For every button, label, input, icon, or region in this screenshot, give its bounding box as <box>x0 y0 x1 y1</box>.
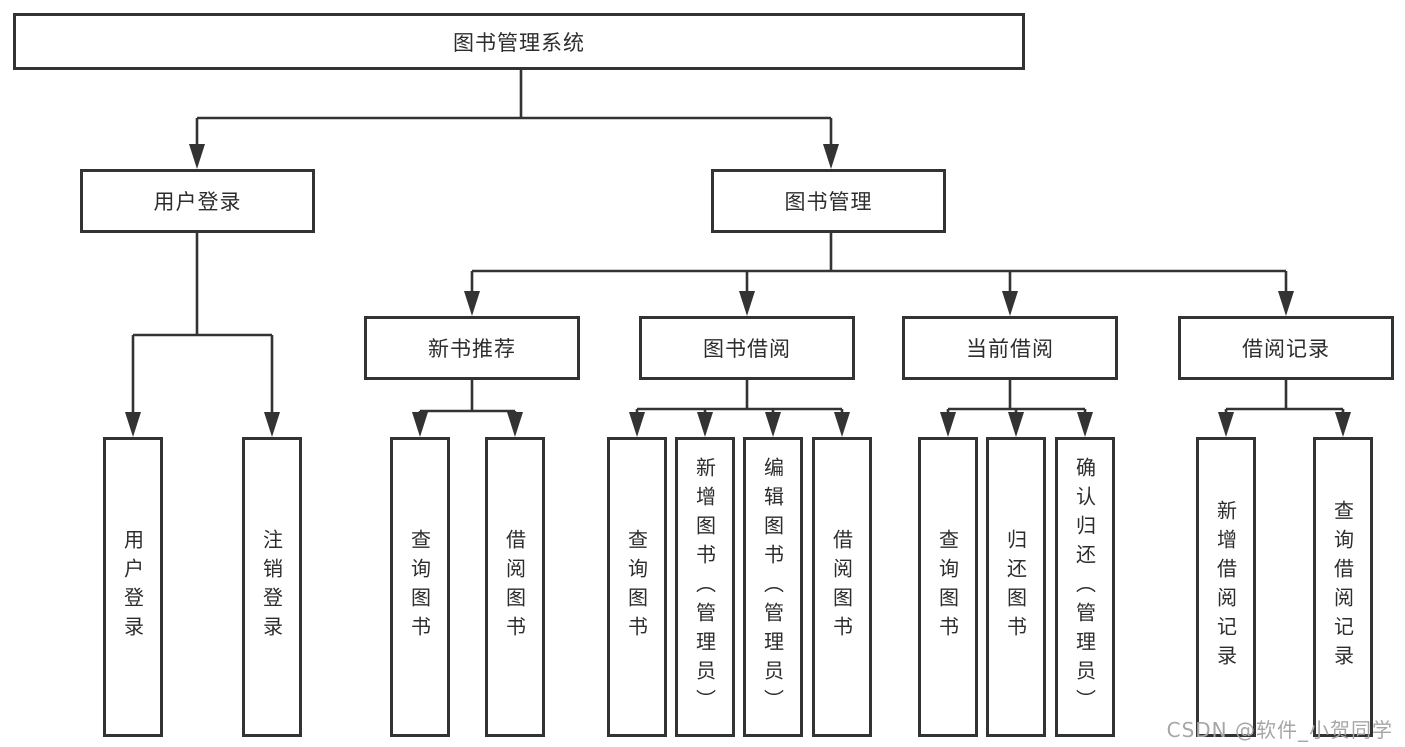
node-label: 当前借阅 <box>966 337 1054 361</box>
leaf-label: 借阅图书 <box>829 529 854 645</box>
node-label: 图书借阅 <box>703 337 791 361</box>
node-borrow-records: 借阅记录 <box>1178 316 1394 380</box>
leaf-query-books-recommend: 查询图书 <box>390 437 450 737</box>
leaf-borrow-books: 借阅图书 <box>812 437 872 737</box>
connector-book-mgmt-to-level3 <box>464 233 1294 316</box>
node-current-borrow: 当前借阅 <box>902 316 1118 380</box>
connector-current-borrow-children <box>940 380 1093 437</box>
node-book-borrow: 图书借阅 <box>639 316 855 380</box>
leaf-user-login: 用户登录 <box>103 437 163 737</box>
leaf-label: 新增借阅记录 <box>1213 500 1238 674</box>
leaf-label: 借阅图书 <box>502 529 527 645</box>
leaf-query-books-borrow: 查询图书 <box>607 437 667 737</box>
leaf-add-borrow-record: 新增借阅记录 <box>1196 437 1256 737</box>
leaf-label: 归还图书 <box>1003 529 1028 645</box>
connector-new-book-recommend-children <box>412 380 523 437</box>
leaf-return-books: 归还图书 <box>986 437 1046 737</box>
node-book-management: 图书管理 <box>711 169 946 233</box>
connector-user-login-children <box>125 233 280 437</box>
node-root-system: 图书管理系统 <box>13 13 1025 70</box>
leaf-query-books-current: 查询图书 <box>918 437 978 737</box>
leaf-edit-books-admin: 编辑图书（管理员） <box>743 437 803 737</box>
leaf-label: 编辑图书（管理员） <box>760 456 785 718</box>
leaf-borrow-books-recommend: 借阅图书 <box>485 437 545 737</box>
leaf-label: 查询图书 <box>407 529 432 645</box>
node-label: 借阅记录 <box>1242 337 1330 361</box>
watermark: CSDN @软件_小贺同学 <box>1166 718 1393 742</box>
leaf-label: 用户登录 <box>120 529 145 645</box>
node-user-login: 用户登录 <box>80 169 315 233</box>
node-label: 用户登录 <box>153 190 242 214</box>
node-label: 图书管理 <box>784 190 873 214</box>
node-root-label: 图书管理系统 <box>453 30 585 55</box>
connector-root-to-level2 <box>189 70 839 169</box>
leaf-label: 注销登录 <box>259 529 284 645</box>
leaf-logout: 注销登录 <box>242 437 302 737</box>
leaf-label: 查询图书 <box>935 529 960 645</box>
node-new-book-recommend: 新书推荐 <box>364 316 580 380</box>
connector-borrow-records-children <box>1218 380 1351 437</box>
leaf-add-books-admin: 新增图书（管理员） <box>675 437 735 737</box>
leaf-query-borrow-record: 查询借阅记录 <box>1313 437 1373 737</box>
leaf-label: 查询借阅记录 <box>1330 500 1355 674</box>
leaf-label: 新增图书（管理员） <box>692 456 717 718</box>
node-label: 新书推荐 <box>428 337 516 361</box>
leaf-label: 查询图书 <box>624 529 649 645</box>
leaf-label: 确认归还（管理员） <box>1072 456 1097 718</box>
connector-book-borrow-children <box>629 380 850 437</box>
leaf-confirm-return-admin: 确认归还（管理员） <box>1055 437 1115 737</box>
